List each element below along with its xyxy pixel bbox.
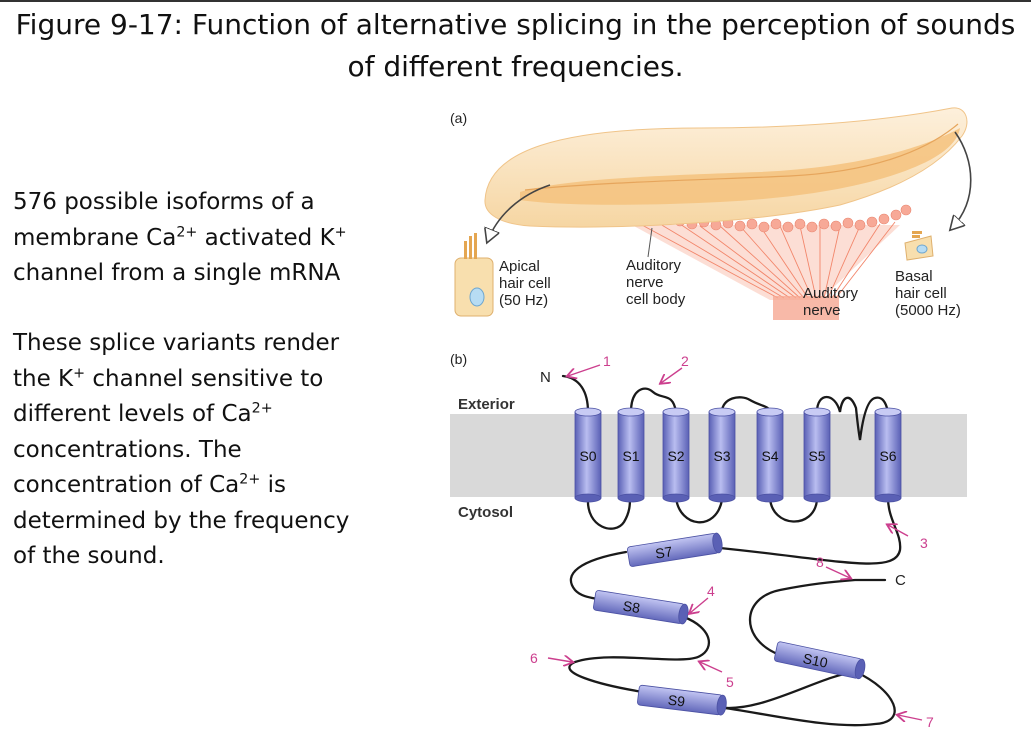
splice-variants-paragraph: These splice variants render the K+ chan… bbox=[13, 330, 350, 569]
splice-arrow-7 bbox=[898, 715, 923, 720]
polypeptide-chain bbox=[561, 374, 902, 727]
isoforms-paragraph: 576 possible isoforms of a membrane Ca2+… bbox=[13, 189, 347, 286]
splicing-figure: (a) bbox=[450, 107, 972, 730]
svg-text:(50 Hz): (50 Hz) bbox=[499, 292, 548, 309]
svg-text:S1: S1 bbox=[622, 448, 639, 464]
basal-hair-cell-icon bbox=[904, 231, 934, 261]
title-line-2: of different frequencies. bbox=[347, 50, 684, 83]
auditory-nerve-cell-body-label: Auditory nerve cell body bbox=[626, 257, 686, 308]
svg-text:Auditory: Auditory bbox=[803, 285, 859, 302]
svg-text:S5: S5 bbox=[808, 448, 825, 464]
svg-text:hair cell: hair cell bbox=[895, 285, 947, 302]
splice-arrow-1 bbox=[568, 364, 601, 376]
cytosolic-helices: S7 S8 S9 S10 bbox=[593, 532, 866, 716]
splice-number-1: 1 bbox=[603, 353, 611, 369]
panel-a-label: (a) bbox=[450, 110, 467, 126]
splice-arrow-8 bbox=[825, 566, 850, 578]
svg-text:Basal: Basal bbox=[895, 268, 933, 285]
helix-s2: S2 bbox=[662, 407, 690, 503]
splice-arrow-5 bbox=[700, 662, 723, 673]
arrow-to-basal-cell bbox=[952, 131, 972, 228]
top-rule bbox=[0, 0, 1031, 2]
svg-text:S7: S7 bbox=[654, 543, 674, 562]
svg-text:S9: S9 bbox=[667, 692, 686, 710]
exterior-label: Exterior bbox=[458, 396, 515, 413]
splice-site-numbers: 1 2 3 4 5 6 7 8 bbox=[530, 353, 934, 730]
helix-s5: S5 bbox=[803, 407, 831, 503]
svg-text:S0: S0 bbox=[579, 448, 596, 464]
splice-number-4: 4 bbox=[707, 583, 715, 599]
apical-label: Apical hair cell (50 Hz) bbox=[499, 258, 551, 309]
splice-number-2: 2 bbox=[681, 353, 689, 369]
svg-text:S8: S8 bbox=[622, 598, 642, 617]
n-terminus-label: N bbox=[540, 369, 551, 386]
svg-text:S4: S4 bbox=[761, 448, 778, 464]
splice-arrow-3 bbox=[888, 525, 909, 537]
cell-body-leader-line bbox=[647, 227, 653, 258]
cochlea-illustration bbox=[484, 107, 968, 320]
title-line-1: Figure 9-17: Function of alternative spl… bbox=[15, 8, 1016, 41]
helix-s3: S3 bbox=[708, 407, 736, 503]
helix-s1: S1 bbox=[617, 407, 645, 503]
transmembrane-helices: S0 S1 S2 S3 S4 bbox=[574, 407, 902, 503]
helix-s0: S0 bbox=[574, 407, 602, 503]
helix-s9: S9 bbox=[637, 684, 727, 716]
basal-label: Basal hair cell (5000 Hz) bbox=[895, 268, 961, 319]
svg-text:Apical: Apical bbox=[499, 258, 540, 275]
c-terminus-label: C bbox=[895, 572, 906, 589]
svg-text:nerve: nerve bbox=[626, 274, 664, 291]
helix-s7: S7 bbox=[627, 532, 723, 567]
splice-number-7: 7 bbox=[926, 714, 934, 730]
cytosol-label: Cytosol bbox=[458, 504, 513, 521]
svg-text:S6: S6 bbox=[879, 448, 896, 464]
svg-text:hair cell: hair cell bbox=[499, 275, 551, 292]
panel-b-label: (b) bbox=[450, 351, 467, 367]
splice-number-3: 3 bbox=[920, 535, 928, 551]
splice-arrow-4 bbox=[690, 597, 709, 613]
splice-site-arrows bbox=[547, 364, 923, 720]
splice-number-6: 6 bbox=[530, 650, 538, 666]
helix-s10: S10 bbox=[774, 641, 866, 680]
helix-s4: S4 bbox=[756, 407, 784, 503]
svg-text:S10: S10 bbox=[801, 650, 829, 671]
helix-s8: S8 bbox=[593, 590, 689, 625]
auditory-nerve-label: Auditory nerve bbox=[803, 285, 859, 319]
splice-arrow-2 bbox=[661, 367, 683, 383]
splice-number-8: 8 bbox=[816, 554, 824, 570]
auditory-nerve-fibers bbox=[632, 221, 900, 320]
helix-s6: S6 bbox=[874, 407, 902, 503]
splice-number-5: 5 bbox=[726, 674, 734, 690]
arrow-to-apical-cell bbox=[488, 184, 551, 240]
splice-arrow-6 bbox=[547, 658, 572, 662]
svg-text:nerve: nerve bbox=[803, 302, 841, 319]
svg-text:S3: S3 bbox=[713, 448, 730, 464]
svg-text:S2: S2 bbox=[667, 448, 684, 464]
svg-text:cell body: cell body bbox=[626, 291, 686, 308]
svg-text:(5000 Hz): (5000 Hz) bbox=[895, 302, 961, 319]
page-title: Figure 9-17: Function of alternative spl… bbox=[0, 4, 1031, 88]
svg-text:Auditory: Auditory bbox=[626, 257, 682, 274]
apical-hair-cell-icon bbox=[454, 233, 494, 317]
